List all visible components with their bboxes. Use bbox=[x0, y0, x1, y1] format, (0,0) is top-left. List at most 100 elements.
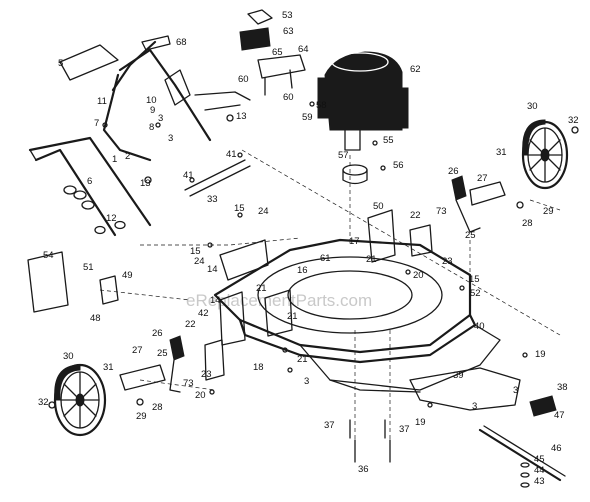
cable-clips bbox=[63, 185, 126, 235]
callout-15: 15 bbox=[190, 246, 201, 257]
callout-19: 19 bbox=[535, 349, 546, 360]
callout-60: 60 bbox=[238, 74, 249, 85]
callout-43: 43 bbox=[534, 476, 545, 487]
callout-56: 56 bbox=[393, 160, 404, 171]
callout-5: 5 bbox=[58, 58, 63, 69]
callout-27: 27 bbox=[477, 173, 488, 184]
callout-21: 21 bbox=[256, 283, 267, 294]
callout-23: 23 bbox=[442, 256, 453, 267]
callout-28: 28 bbox=[522, 218, 533, 229]
rear-baffle bbox=[409, 367, 521, 411]
callout-57: 57 bbox=[338, 150, 349, 161]
callout-19: 19 bbox=[415, 417, 426, 428]
callout-30: 30 bbox=[527, 101, 538, 112]
blade bbox=[478, 395, 566, 488]
callout-15: 15 bbox=[469, 274, 480, 285]
callout-3: 3 bbox=[158, 113, 163, 124]
callout-46: 46 bbox=[551, 443, 562, 454]
callout-18: 18 bbox=[253, 362, 264, 373]
deck-bolts bbox=[349, 419, 391, 463]
callout-32: 32 bbox=[568, 115, 579, 126]
callout-2: 2 bbox=[125, 151, 130, 162]
callout-9: 9 bbox=[150, 105, 155, 116]
callout-20: 20 bbox=[195, 390, 206, 401]
callout-37: 37 bbox=[399, 424, 410, 435]
callout-59: 59 bbox=[302, 112, 313, 123]
callout-26: 26 bbox=[152, 328, 163, 339]
callout-21: 21 bbox=[287, 311, 298, 322]
callout-3: 3 bbox=[513, 385, 518, 396]
callout-44: 44 bbox=[534, 465, 545, 476]
callout-14: 14 bbox=[210, 295, 221, 306]
height-adjusters bbox=[119, 175, 506, 393]
callout-49: 49 bbox=[122, 270, 133, 281]
callout-12: 12 bbox=[106, 213, 117, 224]
callout-54: 54 bbox=[43, 250, 54, 261]
callout-50: 50 bbox=[373, 201, 384, 212]
engine bbox=[317, 51, 409, 151]
callout-22: 22 bbox=[185, 319, 196, 330]
assembly-lines bbox=[99, 149, 561, 440]
callout-21: 21 bbox=[297, 354, 308, 365]
lower-handle bbox=[28, 136, 152, 237]
callout-40: 40 bbox=[474, 321, 485, 332]
callout-52: 52 bbox=[470, 288, 481, 299]
callout-41: 41 bbox=[226, 149, 237, 160]
callout-24: 24 bbox=[194, 256, 205, 267]
callout-3: 3 bbox=[304, 376, 309, 387]
callout-22: 22 bbox=[410, 210, 421, 221]
rear-axle bbox=[184, 159, 251, 197]
callout-15: 15 bbox=[234, 203, 245, 214]
discharge-door bbox=[27, 251, 119, 313]
callout-33: 33 bbox=[207, 194, 218, 205]
callout-73: 73 bbox=[436, 206, 447, 217]
callout-41: 41 bbox=[183, 170, 194, 181]
callout-13: 13 bbox=[236, 111, 247, 122]
callout-58: 58 bbox=[316, 100, 327, 111]
callout-47: 47 bbox=[554, 410, 565, 421]
callout-73: 73 bbox=[183, 378, 194, 389]
callout-37: 37 bbox=[324, 420, 335, 431]
callout-28: 28 bbox=[152, 402, 163, 413]
callout-11: 11 bbox=[97, 96, 107, 107]
callout-31: 31 bbox=[103, 362, 114, 373]
callout-45: 45 bbox=[534, 454, 545, 465]
callout-61: 61 bbox=[320, 253, 331, 264]
engine-accessories bbox=[239, 9, 306, 96]
callout-30: 30 bbox=[63, 351, 74, 362]
callout-29: 29 bbox=[136, 411, 147, 422]
callout-64: 64 bbox=[298, 44, 309, 55]
upper-handle bbox=[59, 35, 251, 162]
callout-7: 7 bbox=[94, 118, 99, 129]
hardware bbox=[48, 101, 579, 409]
callout-16: 16 bbox=[297, 265, 308, 276]
callout-17: 17 bbox=[349, 236, 360, 247]
callout-3: 3 bbox=[168, 133, 173, 144]
callout-62: 62 bbox=[410, 64, 421, 75]
callout-8: 8 bbox=[149, 122, 154, 133]
callout-10: 10 bbox=[146, 95, 157, 106]
callout-25: 25 bbox=[157, 348, 168, 359]
callout-1: 1 bbox=[112, 154, 117, 165]
callout-3: 3 bbox=[472, 401, 477, 412]
mower-deck bbox=[213, 238, 501, 393]
callout-55: 55 bbox=[383, 135, 394, 146]
callout-21: 21 bbox=[366, 254, 377, 265]
callout-31: 31 bbox=[496, 147, 507, 158]
drive-pulley bbox=[342, 164, 368, 185]
callout-39: 39 bbox=[453, 370, 464, 381]
callout-68: 68 bbox=[176, 37, 187, 48]
callout-14: 14 bbox=[207, 264, 218, 275]
callout-42: 42 bbox=[198, 308, 209, 319]
callout-29: 29 bbox=[543, 206, 554, 217]
side-brackets bbox=[204, 209, 433, 381]
callout-13: 13 bbox=[140, 178, 151, 189]
callout-6: 6 bbox=[87, 176, 92, 187]
callout-27: 27 bbox=[132, 345, 143, 356]
callout-48: 48 bbox=[90, 313, 101, 324]
callout-53: 53 bbox=[282, 10, 293, 21]
callout-25: 25 bbox=[465, 230, 476, 241]
callout-38: 38 bbox=[557, 382, 568, 393]
